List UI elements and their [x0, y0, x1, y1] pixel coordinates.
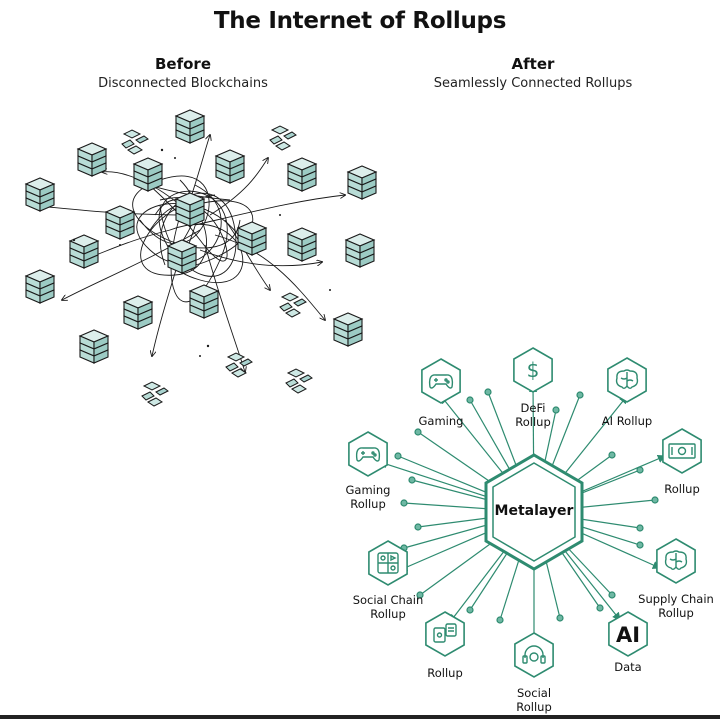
connection-dot	[400, 499, 408, 507]
node-label: Rollup	[427, 666, 463, 680]
node-hexagon	[421, 358, 461, 404]
node-label: Social Chain Rollup	[352, 593, 424, 621]
after-header: After Seamlessly Connected Rollups	[373, 55, 693, 91]
gamepad-icon	[355, 447, 381, 462]
connection-dot	[608, 451, 616, 459]
connection-dot	[466, 606, 474, 614]
brain-icon	[664, 550, 688, 570]
connection-dot	[416, 591, 424, 599]
node-label: Social Rollup	[516, 686, 552, 714]
connection-dot	[636, 524, 644, 532]
devices-icon	[433, 623, 457, 643]
headset-icon	[522, 645, 546, 664]
metalayer-hub	[484, 453, 584, 571]
node-hexagon	[662, 428, 702, 474]
svg-text:$: $	[527, 358, 540, 382]
connection-dot	[608, 591, 616, 599]
hub-label: Metalayer	[494, 503, 574, 519]
connection-dot	[496, 616, 504, 624]
connection-dot	[651, 496, 659, 504]
banknote-icon	[668, 443, 696, 459]
dollar-icon: $	[527, 358, 540, 382]
before-subtitle: Disconnected Blockchains	[98, 76, 268, 91]
connection-dot	[408, 476, 416, 484]
debris	[72, 148, 331, 357]
connection-dot	[596, 604, 604, 612]
before-header: Before Disconnected Blockchains	[23, 55, 343, 91]
node-label: Gaming Rollup	[345, 483, 391, 511]
connection-dot	[636, 466, 644, 474]
node-label: Data	[614, 660, 642, 674]
connection-dot	[414, 428, 422, 436]
node-hexagon	[514, 632, 554, 678]
node-label: Supply Chain Rollup	[638, 592, 714, 620]
media-grid-icon	[377, 552, 399, 574]
connection-dot	[466, 396, 474, 404]
node-hexagon	[608, 611, 648, 657]
connection-dot	[484, 388, 492, 396]
node-label: DeFi Rollup	[515, 401, 551, 429]
node-hexagon	[348, 431, 388, 477]
connection-dot	[552, 406, 560, 414]
gamepad-icon	[428, 374, 454, 389]
after-heading: After	[511, 55, 555, 73]
before-heading: Before	[154, 55, 211, 73]
connection-dot	[394, 452, 402, 460]
node-label: Rollup	[664, 482, 700, 496]
connection-dot	[636, 541, 644, 549]
ai-text-icon: AI	[616, 623, 640, 647]
connection-dot	[576, 391, 584, 399]
diagram-title: The Internet of Rollups	[213, 8, 507, 34]
stray-arrows	[38, 135, 345, 372]
after-subtitle: Seamlessly Connected Rollups	[433, 76, 633, 91]
node-label: Gaming	[418, 414, 464, 428]
connection-dot	[556, 614, 564, 622]
connection-dot	[414, 523, 422, 531]
brain-circuit-icon	[615, 369, 639, 389]
node-label: AI Rollup	[601, 414, 653, 428]
node-hexagon	[513, 347, 553, 393]
bottom-border	[0, 715, 720, 719]
